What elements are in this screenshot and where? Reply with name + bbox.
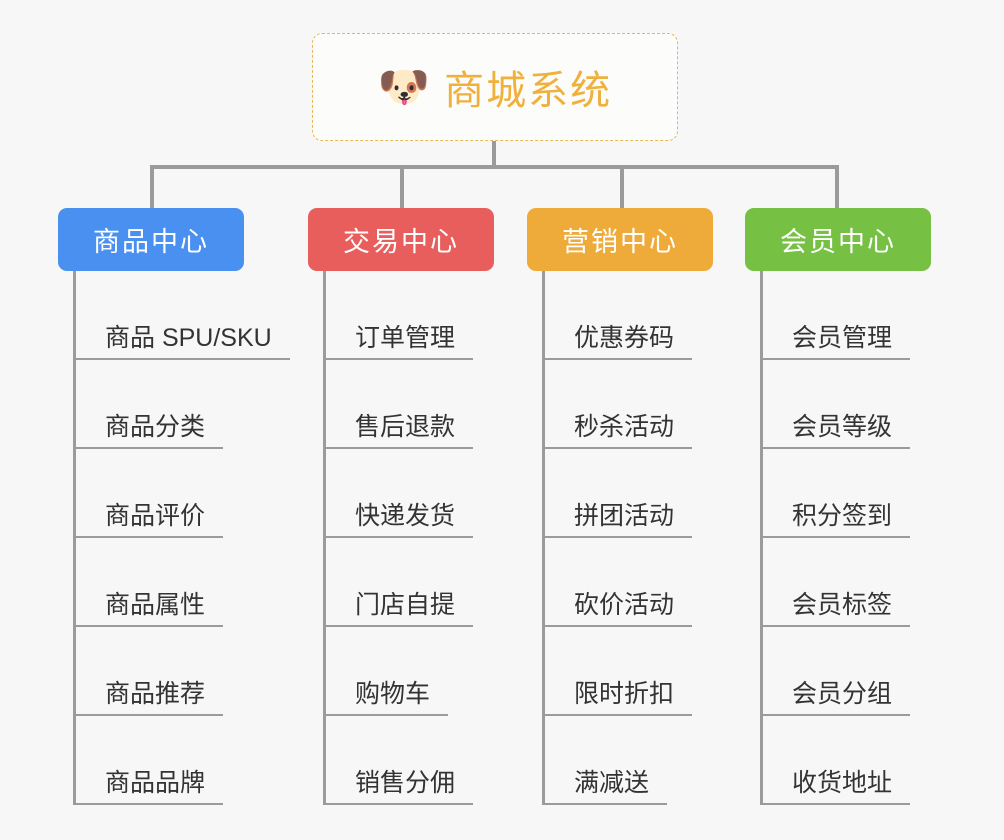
- connector-trunk-product-center: [73, 271, 76, 805]
- connector-horizontal-bar: [150, 165, 839, 169]
- branch-column-marketing-center: 营销中心优惠券码秒杀活动拼团活动砍价活动限时折扣满减送: [527, 208, 713, 805]
- branch-items-member-center: 会员管理会员等级积分签到会员标签会员分组收货地址: [745, 271, 931, 805]
- leaf-item[interactable]: 快递发货: [308, 449, 494, 538]
- leaf-item[interactable]: 销售分佣: [308, 716, 494, 805]
- leaf-item-label: 砍价活动: [542, 591, 693, 627]
- connector-trunk-marketing-center: [542, 271, 545, 805]
- leaf-item-label: 订单管理: [323, 324, 474, 360]
- leaf-item[interactable]: 商品分类: [58, 360, 290, 449]
- leaf-item[interactable]: 商品 SPU/SKU: [58, 271, 290, 360]
- leaf-item[interactable]: 门店自提: [308, 538, 494, 627]
- leaf-item[interactable]: 会员标签: [745, 538, 931, 627]
- leaf-item[interactable]: 砍价活动: [527, 538, 713, 627]
- leaf-item[interactable]: 会员分组: [745, 627, 931, 716]
- leaf-item-label: 商品评价: [73, 502, 224, 538]
- leaf-item[interactable]: 商品品牌: [58, 716, 290, 805]
- root-node-mall-system[interactable]: 🐶 商城系统: [312, 33, 678, 141]
- branch-header-product-center[interactable]: 商品中心: [58, 208, 244, 271]
- leaf-item-label: 收货地址: [760, 769, 911, 805]
- leaf-item-label: 购物车: [323, 680, 449, 716]
- leaf-item[interactable]: 拼团活动: [527, 449, 713, 538]
- leaf-item-label: 会员分组: [760, 680, 911, 716]
- root-node-label: 商城系统: [444, 69, 613, 113]
- leaf-item-label: 积分签到: [760, 502, 911, 538]
- leaf-item-label: 售后退款: [323, 413, 474, 449]
- branch-header-member-center[interactable]: 会员中心: [745, 208, 931, 271]
- branch-header-trade-center[interactable]: 交易中心: [308, 208, 494, 271]
- leaf-item[interactable]: 售后退款: [308, 360, 494, 449]
- connector-drop-product-center: [150, 165, 154, 209]
- leaf-item[interactable]: 积分签到: [745, 449, 931, 538]
- leaf-item-label: 门店自提: [323, 591, 474, 627]
- leaf-item-label: 拼团活动: [542, 502, 693, 538]
- leaf-item-label: 商品属性: [73, 591, 224, 627]
- branch-column-product-center: 商品中心商品 SPU/SKU 商品分类商品评价商品属性商品推荐商品品牌: [58, 208, 290, 805]
- leaf-item-label: 会员管理: [760, 324, 911, 360]
- branch-column-member-center: 会员中心会员管理会员等级积分签到会员标签会员分组收货地址: [745, 208, 931, 805]
- leaf-item-label: 优惠券码: [542, 324, 693, 360]
- leaf-item[interactable]: 商品推荐: [58, 627, 290, 716]
- branch-items-product-center: 商品 SPU/SKU 商品分类商品评价商品属性商品推荐商品品牌: [58, 271, 290, 805]
- leaf-item-label: 快递发货: [323, 502, 474, 538]
- leaf-item-label: 商品分类: [73, 413, 224, 449]
- connector-root-stem: [492, 141, 496, 167]
- leaf-item-label: 商品推荐: [73, 680, 224, 716]
- branch-items-trade-center: 订单管理售后退款快递发货门店自提购物车销售分佣: [308, 271, 494, 805]
- leaf-item[interactable]: 购物车: [308, 627, 494, 716]
- leaf-item[interactable]: 限时折扣: [527, 627, 713, 716]
- leaf-item-label: 满减送: [542, 769, 668, 805]
- connector-drop-member-center: [835, 165, 839, 209]
- leaf-item[interactable]: 商品评价: [58, 449, 290, 538]
- leaf-item-label: 销售分佣: [323, 769, 474, 805]
- branch-column-trade-center: 交易中心订单管理售后退款快递发货门店自提购物车销售分佣: [308, 208, 494, 805]
- leaf-item[interactable]: 满减送: [527, 716, 713, 805]
- connector-trunk-trade-center: [323, 271, 326, 805]
- leaf-item[interactable]: 会员管理: [745, 271, 931, 360]
- leaf-item-label: 限时折扣: [542, 680, 693, 716]
- connector-trunk-member-center: [760, 271, 763, 805]
- shiba-dog-face-icon: 🐶: [377, 63, 431, 110]
- branch-items-marketing-center: 优惠券码秒杀活动拼团活动砍价活动限时折扣满减送: [527, 271, 713, 805]
- leaf-item[interactable]: 会员等级: [745, 360, 931, 449]
- leaf-item-label: 会员标签: [760, 591, 911, 627]
- leaf-item-label: 秒杀活动: [542, 413, 693, 449]
- connector-drop-marketing-center: [620, 165, 624, 209]
- leaf-item[interactable]: 订单管理: [308, 271, 494, 360]
- leaf-item-label: 商品 SPU/SKU: [73, 324, 290, 360]
- leaf-item-label: 会员等级: [760, 413, 911, 449]
- connector-drop-trade-center: [400, 165, 404, 209]
- leaf-item[interactable]: 收货地址: [745, 716, 931, 805]
- branch-header-marketing-center[interactable]: 营销中心: [527, 208, 713, 271]
- leaf-item-label: 商品品牌: [73, 769, 224, 805]
- leaf-item[interactable]: 商品属性: [58, 538, 290, 627]
- leaf-item[interactable]: 秒杀活动: [527, 360, 713, 449]
- leaf-item[interactable]: 优惠券码: [527, 271, 713, 360]
